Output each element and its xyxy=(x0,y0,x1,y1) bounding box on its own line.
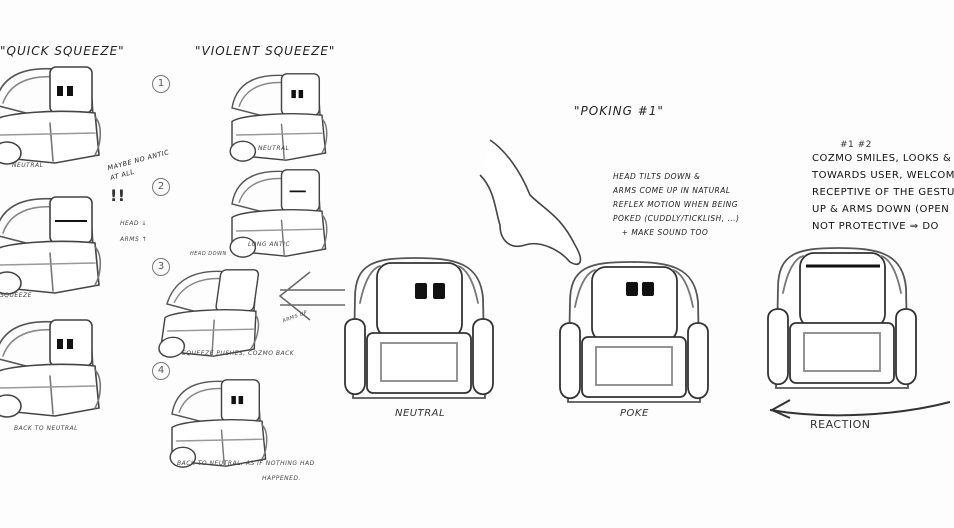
exclaim-mark: !! xyxy=(110,186,126,205)
robot-poking-reaction xyxy=(767,247,917,389)
robot-violent-squeezed xyxy=(156,269,268,358)
poking-note: HEAD TILTS DOWN & ARMS COME UP IN NATURA… xyxy=(613,172,740,237)
label-violent-back: BACK TO NEUTRAL, AS IF NOTHING HAD xyxy=(177,460,315,467)
reaction-note: COZMO SMILES, LOOKS & TOWARDS USER, WELC… xyxy=(812,153,954,232)
label-squeeze: SQUEEZE xyxy=(0,292,32,299)
label-reaction: REACTION xyxy=(810,418,871,431)
quick-squeeze-title: "QUICK SQUEEZE" xyxy=(0,44,125,58)
robot-poking-poke xyxy=(559,261,709,403)
step-3: 3 xyxy=(152,258,170,276)
robot-quick-back xyxy=(0,319,102,418)
robot-violent-back xyxy=(169,379,268,468)
finger-sketch xyxy=(479,139,582,266)
label-neutral: NEUTRAL xyxy=(12,162,44,169)
robot-quick-squeeze xyxy=(0,196,102,295)
label-violent-back-2: HAPPENED. xyxy=(262,475,301,482)
poking-title: "POKING #1" xyxy=(574,104,664,118)
label-poking-neutral: NEUTRAL xyxy=(395,408,446,419)
label-long-antic: LONG ANTIC xyxy=(248,241,291,248)
label-poke: POKE xyxy=(620,408,649,419)
robot-poking-neutral xyxy=(344,257,494,399)
reaction-arrow xyxy=(769,399,951,419)
robot-violent-antic xyxy=(229,169,328,258)
robot-violent-neutral xyxy=(229,73,328,162)
step-2: 2 xyxy=(152,178,170,196)
label-back: BACK TO NEUTRAL xyxy=(14,425,78,432)
label-head-down: HEAD DOWN xyxy=(190,251,227,257)
robot-quick-neutral xyxy=(0,66,102,165)
label-arms: ARMS ↑ xyxy=(120,236,148,243)
violent-squeeze-title: "VIOLENT SQUEEZE" xyxy=(195,44,336,58)
label-head: HEAD ↓ xyxy=(120,220,147,227)
push-arrow xyxy=(278,271,345,321)
label-squeeze-pushes: SQUEEZE PUSHES, COZMO BACK xyxy=(182,350,295,357)
label-violent-neutral: NEUTRAL xyxy=(258,145,290,152)
reaction-marks: #1 #2 xyxy=(840,140,872,150)
step-1: 1 xyxy=(152,75,170,93)
step-4: 4 xyxy=(152,362,170,380)
